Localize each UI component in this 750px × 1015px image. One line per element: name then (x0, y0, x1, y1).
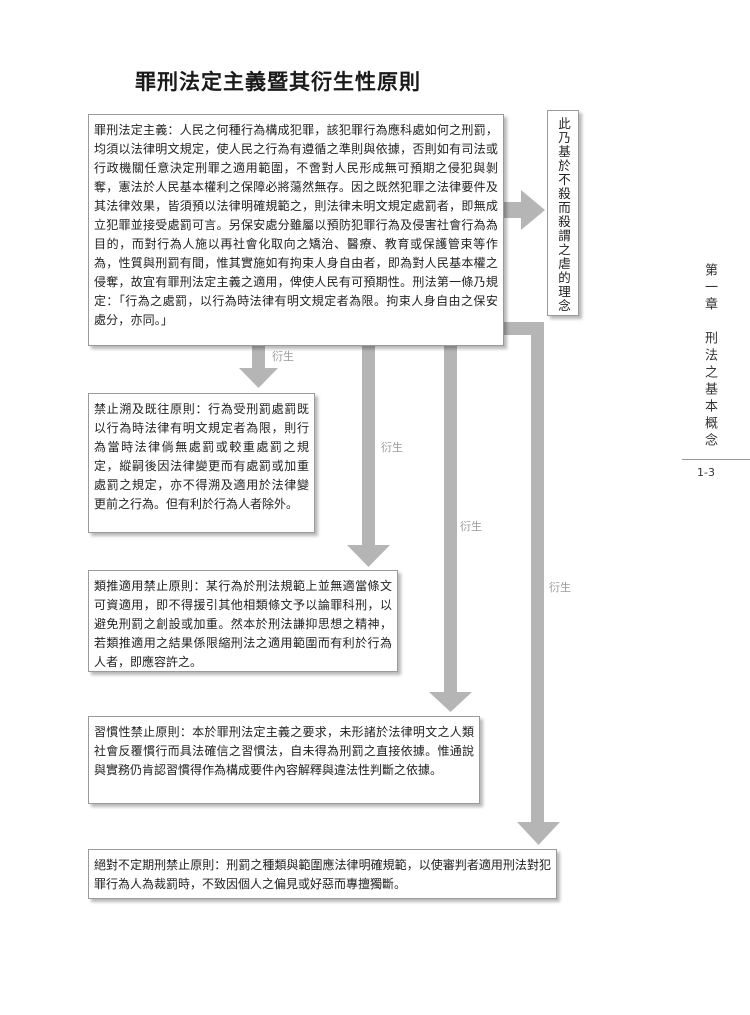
non-retroactivity-box: 禁止溯及既往原則：行為受刑罰處罰既以行為時法律有明文規定者為限，則行為當時法律倘… (88, 393, 315, 533)
page-title: 罪刑法定主義暨其衍生性原則 (135, 69, 421, 94)
derive-label-1: 衍生 (272, 350, 294, 363)
derive-label-2: 衍生 (381, 441, 403, 454)
customary-law-prohibition-box: 習慣性禁止原則：本於罪刑法定主義之要求，未形諸於法律明文之人類社會反覆慣行而具法… (88, 716, 480, 804)
chapter-label: 第一章 刑法之基本概念 (702, 263, 717, 450)
arrow-to-side-box (504, 190, 545, 230)
page-number: 1-3 (697, 466, 715, 479)
arrow-derive-1 (239, 346, 278, 388)
arrow-derive-2 (347, 346, 390, 567)
rationale-side-box: 此乃基於不殺而殺謂之虐的理念 (547, 110, 579, 316)
arrow-derive-4 (504, 322, 560, 845)
derive-label-3: 衍生 (460, 520, 482, 533)
indeterminate-sentence-prohibition-box: 絕對不定期刑禁止原則：刑罰之種類與範圍應法律明確規範，以使審判者適用刑法對犯罪行… (88, 849, 557, 899)
sidebar-divider (682, 459, 750, 460)
principle-main-box: 罪刑法定主義：人民之何種行為構成犯罪，該犯罪行為應科處如何之刑罰，均須以法律明文… (88, 114, 504, 346)
analogy-prohibition-box: 類推適用禁止原則：某行為於刑法規範上並無適當條文可資適用，即不得援引其他相類條文… (88, 570, 398, 672)
arrow-derive-3 (429, 346, 472, 712)
derive-label-4: 衍生 (549, 581, 571, 594)
